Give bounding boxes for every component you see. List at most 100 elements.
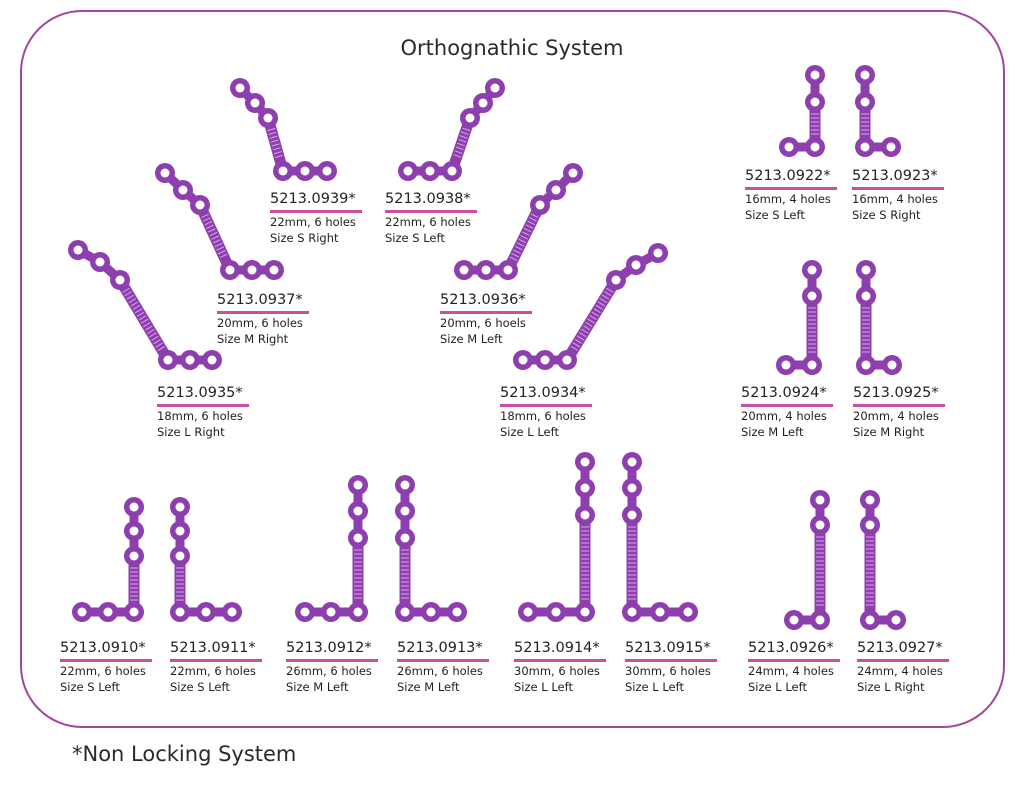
- strut-rung: [216, 246, 224, 251]
- screw-hole: [861, 265, 871, 275]
- screw-hole: [195, 200, 205, 210]
- screw-hole: [175, 526, 185, 536]
- plate-spec: 20mm, 4 holes: [741, 409, 827, 423]
- strut-rung: [153, 339, 161, 345]
- strut-rung: [155, 342, 163, 348]
- screw-hole: [459, 265, 469, 275]
- plate-size: Size L Right: [157, 425, 225, 439]
- product-item: 5213.0911* 22mm, 6 holes Size S Left: [170, 637, 262, 694]
- screw-hole: [300, 166, 310, 176]
- strut-rung: [460, 131, 469, 135]
- plate-size: Size S Left: [170, 680, 230, 694]
- bone-plate: [855, 65, 901, 157]
- product-item: 5213.0934* 18mm, 6 holes Size L Left: [500, 382, 592, 439]
- plate-size: Size L Right: [857, 680, 925, 694]
- plate-size: Size M Left: [741, 425, 804, 439]
- screw-hole: [207, 355, 217, 365]
- screw-hole: [562, 355, 572, 365]
- bone-plate: [622, 452, 698, 622]
- strut-rung: [462, 127, 471, 132]
- strut-rung: [520, 235, 528, 240]
- plate-size: Size M Left: [440, 332, 503, 346]
- screw-hole: [860, 142, 870, 152]
- screw-hole: [400, 506, 410, 516]
- part-number: 5213.0935*: [157, 385, 249, 407]
- screw-hole: [891, 615, 901, 625]
- page-title: Orthognathic System: [400, 36, 624, 60]
- screw-hole: [580, 510, 590, 520]
- screw-hole: [353, 607, 363, 617]
- strut-rung: [212, 239, 221, 244]
- screw-hole: [653, 248, 663, 258]
- screw-hole: [300, 607, 310, 617]
- screw-hole: [160, 168, 170, 178]
- product-item: 5213.0910* 22mm, 6 holes Size S Left: [60, 637, 152, 694]
- screw-hole: [611, 275, 621, 285]
- part-number: 5213.0927*: [857, 640, 949, 662]
- plate-size: Size L Left: [625, 680, 684, 694]
- part-number: 5213.0934*: [500, 385, 592, 407]
- screw-hole: [807, 291, 817, 301]
- strut-rung: [601, 294, 610, 300]
- part-number: 5213.0925*: [853, 385, 945, 407]
- screw-hole: [540, 355, 550, 365]
- plate-spec: 20mm, 6 hoels: [440, 316, 526, 330]
- screw-hole: [807, 265, 817, 275]
- part-number: 5213.0914*: [514, 640, 606, 662]
- strut-rung: [130, 301, 139, 307]
- screw-hole: [400, 607, 410, 617]
- product-item: 5213.0922* 16mm, 4 holes Size S Left: [745, 165, 837, 222]
- strut-rung: [143, 322, 151, 328]
- screw-hole: [175, 607, 185, 617]
- plate-size: Size M Left: [397, 680, 460, 694]
- strut-rung: [593, 308, 601, 314]
- screw-hole: [326, 607, 336, 617]
- screw-hole: [627, 607, 637, 617]
- screw-hole: [175, 551, 185, 561]
- screw-hole: [278, 166, 288, 176]
- screw-hole: [631, 260, 641, 270]
- plate-strut: [115, 277, 173, 363]
- screw-hole: [810, 142, 820, 152]
- screw-hole: [523, 607, 533, 617]
- screw-hole: [353, 506, 363, 516]
- plate-size: Size S Right: [270, 231, 339, 245]
- strut-rung: [214, 242, 223, 248]
- part-number: 5213.0937*: [217, 292, 309, 314]
- screw-hole: [580, 457, 590, 467]
- screw-hole: [478, 98, 488, 108]
- screw-hole: [129, 502, 139, 512]
- strut-rung: [516, 242, 525, 247]
- strut-rung: [136, 311, 145, 317]
- strut-rung: [603, 291, 612, 297]
- product-item: 5213.0937* 20mm, 6 holes Size M Right: [217, 289, 309, 346]
- strut-rung: [219, 253, 228, 258]
- screw-hole: [178, 185, 188, 195]
- screw-hole: [860, 70, 870, 80]
- strut-rung: [271, 143, 280, 147]
- strut-rung: [587, 318, 595, 324]
- product-item: 5213.0939* 22mm, 6 holes Size S Right: [270, 188, 362, 245]
- bone-plate: [518, 452, 595, 622]
- screw-hole: [426, 607, 436, 617]
- strut-rung: [589, 315, 597, 321]
- footnote: *Non Locking System: [72, 742, 297, 766]
- plate-spec: 20mm, 6 holes: [217, 316, 303, 330]
- product-item: 5213.0923* 16mm, 4 holes Size S Right: [852, 165, 944, 222]
- plate-spec: 16mm, 4 holes: [852, 192, 938, 206]
- strut-rung: [138, 315, 147, 321]
- screw-hole: [250, 98, 260, 108]
- screw-hole: [551, 607, 561, 617]
- strut-rung: [530, 213, 539, 218]
- screw-hole: [353, 480, 363, 490]
- screw-hole: [683, 607, 693, 617]
- strut-rung: [529, 217, 537, 222]
- part-number: 5213.0922*: [745, 168, 837, 190]
- strut-rung: [274, 154, 283, 159]
- screw-hole: [353, 533, 363, 543]
- plate-size: Size S Right: [852, 208, 921, 222]
- bone-plate: [72, 497, 144, 622]
- product-item: 5213.0936* 20mm, 6 hoels Size M Left: [440, 289, 532, 346]
- plate-spec: 30mm, 6 holes: [514, 664, 600, 678]
- strut-rung: [606, 287, 614, 293]
